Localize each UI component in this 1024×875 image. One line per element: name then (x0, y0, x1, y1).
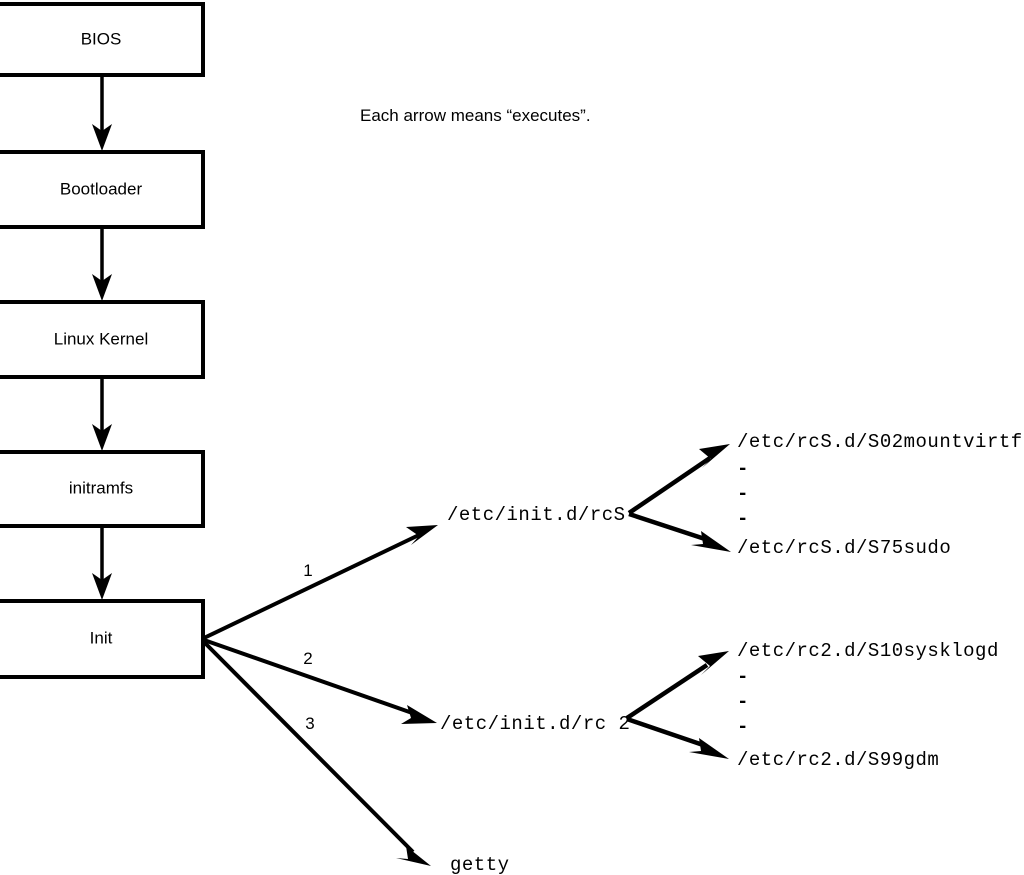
arrow-rcs-to-first-script-head (699, 444, 730, 468)
target-label-rcs[interactable]: /etc/init.d/rcS (447, 504, 626, 526)
node-initramfs-label: initramfs (69, 478, 133, 497)
node-bootloader[interactable]: Bootloader (0, 150, 205, 229)
arrow-initramfs-to-init (92, 527, 112, 600)
edge-label-2: 2 (303, 649, 312, 668)
target-label-rc2[interactable]: /etc/init.d/rc 2 (440, 713, 630, 735)
arrow-bios-to-bootloader (92, 76, 112, 151)
edge-label-3: 3 (305, 714, 314, 733)
edge-label-1: 1 (303, 561, 312, 580)
arrow-rc2-to-last-script-line (626, 716, 707, 749)
node-linux-kernel-label: Linux Kernel (54, 329, 149, 348)
script-rcs-ellipsis-3: - (737, 508, 748, 530)
arrow-rc2-to-first-script-head (698, 651, 729, 675)
script-rc2-last[interactable]: /etc/rc2.d/S99gdm (737, 749, 939, 771)
script-rcs-ellipsis-2: - (737, 483, 748, 505)
arrow-rcs-to-first-script (627, 444, 730, 515)
node-init[interactable]: Init (0, 599, 205, 679)
script-rcs-first[interactable]: /etc/rcS.d/S02mountvirtfs (737, 431, 1024, 453)
script-rc2-ellipsis-3: - (737, 716, 748, 738)
node-initramfs-box (0, 450, 205, 528)
node-initramfs[interactable]: initramfs (0, 450, 205, 528)
arrow-init-branch-3-line (202, 640, 415, 854)
node-init-box (0, 599, 205, 679)
diagram-caption: Each arrow means “executes”. (360, 106, 591, 125)
arrow-init-branch-2-head (401, 705, 437, 724)
node-linux-kernel[interactable]: Linux Kernel (0, 300, 205, 379)
arrow-init-branch-2 (203, 638, 437, 724)
arrow-initramfs-to-init-head (92, 573, 112, 600)
arrow-rc2-to-first-script (625, 651, 729, 720)
arrow-init-branch-1-head (406, 525, 438, 545)
arrow-rcs-to-last-script-line (628, 511, 709, 543)
node-bios[interactable]: BIOS (0, 2, 205, 77)
arrow-bootloader-to-kernel-head (92, 274, 112, 301)
arrow-kernel-to-initramfs-head (92, 424, 112, 451)
arrow-init-branch-2-line (203, 638, 419, 717)
arrow-rc2-to-last-script (626, 716, 729, 759)
arrow-rcs-to-last-script (628, 511, 731, 552)
arrow-init-branch-1 (203, 525, 438, 640)
arrow-rc2-to-last-script-head (689, 738, 729, 759)
script-rc2-first[interactable]: /etc/rc2.d/S10sysklogd (737, 640, 999, 662)
node-bootloader-box (0, 150, 205, 229)
arrow-bootloader-to-kernel (92, 228, 112, 301)
arrow-bios-to-bootloader-head (92, 124, 112, 151)
arrow-rcs-to-last-script-head (691, 531, 731, 552)
arrow-rcs-to-first-script-line (627, 456, 712, 515)
arrow-init-branch-1-line (203, 532, 422, 640)
script-rc2-ellipsis-1: - (737, 666, 748, 688)
node-bios-label: BIOS (81, 29, 122, 48)
script-rc2-ellipsis-2: - (737, 691, 748, 713)
target-label-getty[interactable]: getty (450, 854, 510, 875)
node-init-label: Init (90, 628, 113, 647)
script-rcs-ellipsis-1: - (737, 458, 748, 480)
script-rcs-last[interactable]: /etc/rcS.d/S75sudo (737, 537, 951, 559)
node-bootloader-label: Bootloader (60, 179, 143, 198)
arrow-rc2-to-first-script-line (625, 663, 709, 720)
arrow-kernel-to-initramfs (92, 378, 112, 451)
node-linux-kernel-box (0, 300, 205, 379)
node-bios-box (0, 2, 205, 77)
arrow-init-branch-3 (202, 640, 431, 866)
arrow-init-branch-3-head (396, 846, 431, 866)
